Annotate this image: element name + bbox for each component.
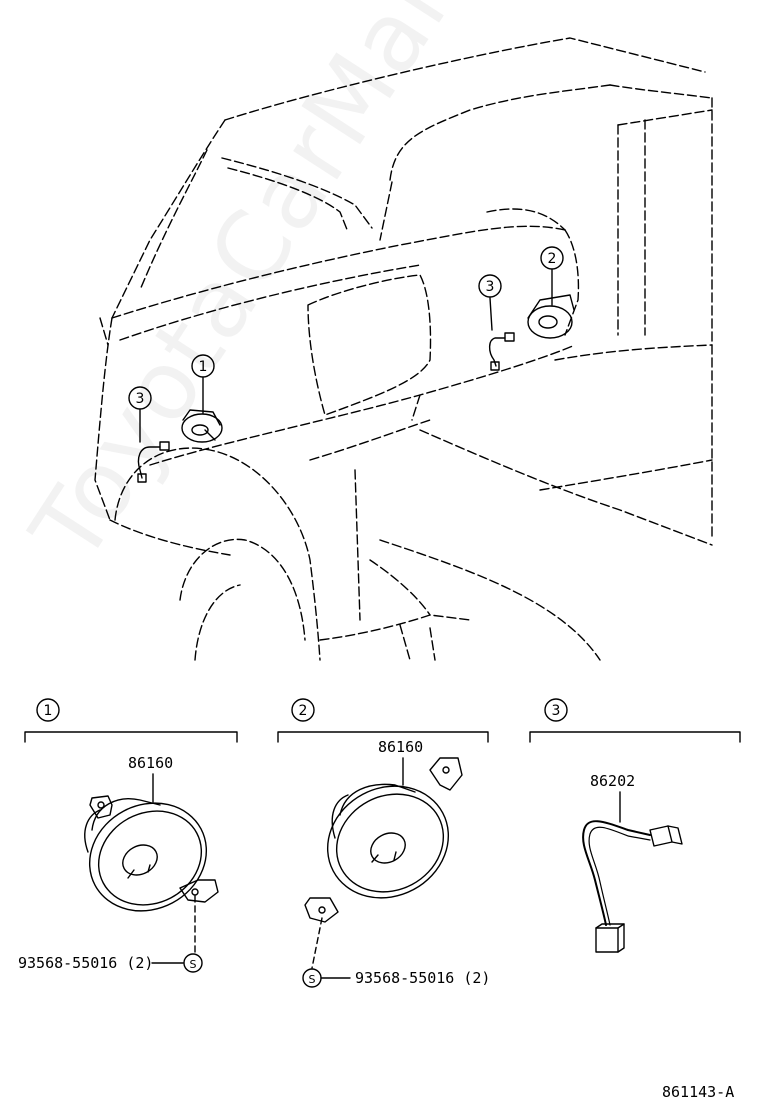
svg-text:1: 1 bbox=[44, 703, 53, 719]
part-number-86160: 86160 bbox=[378, 738, 423, 756]
section-1-part: 86160 bbox=[84, 754, 219, 956]
svg-text:3: 3 bbox=[552, 703, 561, 719]
part-number-86160: 86160 bbox=[128, 754, 173, 772]
svg-text:3: 3 bbox=[486, 279, 495, 295]
section-3-part: 86202 bbox=[582, 772, 683, 953]
speaker-left-installed bbox=[181, 409, 223, 443]
svg-text:2: 2 bbox=[299, 703, 308, 719]
section-2-part: 86160 bbox=[304, 738, 463, 969]
svg-text:2: 2 bbox=[548, 251, 557, 267]
callout-3-vehicle-right: 3 bbox=[478, 274, 502, 298]
svg-text:1: 1 bbox=[199, 359, 208, 375]
callout-2-vehicle: 2 bbox=[540, 246, 564, 270]
part-number-86202: 86202 bbox=[590, 772, 635, 790]
vehicle-illustration bbox=[94, 37, 713, 661]
figure-id: 861143-A bbox=[662, 1083, 734, 1101]
svg-text:3: 3 bbox=[136, 391, 145, 407]
fastener-number: 93568-55016 (2) bbox=[18, 954, 153, 972]
callout-1-vehicle: 1 bbox=[191, 354, 215, 378]
harness-left-installed bbox=[137, 441, 170, 483]
svg-text:S: S bbox=[190, 958, 197, 971]
callout-leaders bbox=[139, 269, 553, 443]
section-2-fastener: S 93568-55016 (2) bbox=[302, 968, 490, 988]
svg-text:S: S bbox=[309, 973, 316, 986]
harness-right-installed bbox=[488, 332, 515, 371]
section-1-header: 1 bbox=[24, 698, 238, 743]
section-3-header: 3 bbox=[529, 698, 741, 743]
section-2-header: 2 bbox=[277, 698, 489, 743]
section-1-fastener: 93568-55016 (2) S bbox=[18, 953, 203, 973]
callout-3-vehicle-left: 3 bbox=[128, 386, 152, 410]
speaker-right-installed bbox=[527, 294, 575, 339]
fastener-number: 93568-55016 (2) bbox=[355, 969, 490, 987]
